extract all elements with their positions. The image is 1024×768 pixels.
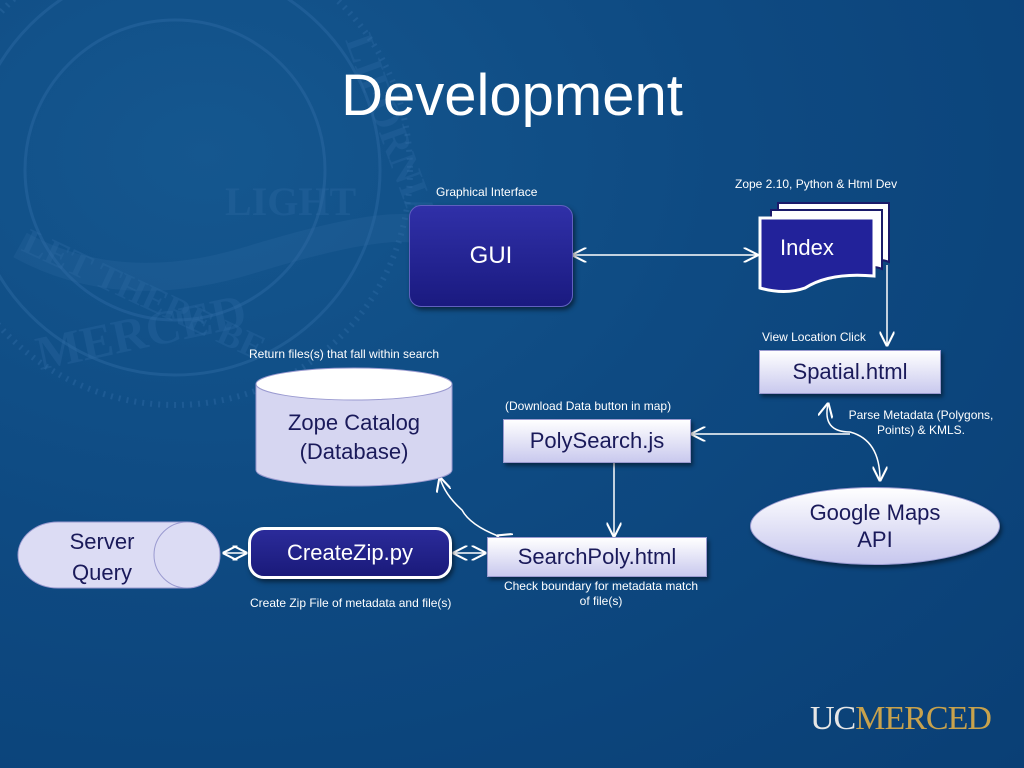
connector-searchpoly-catalog xyxy=(440,478,498,536)
slide-title: Development xyxy=(341,63,683,128)
zope-catalog-cylinder xyxy=(255,367,453,487)
download-button-note: (Download Data button in map) xyxy=(505,399,672,413)
gui-box: GUI xyxy=(409,205,573,307)
google-maps-ellipse: Google Maps API xyxy=(750,487,1000,565)
svg-text:LIGHT: LIGHT xyxy=(225,179,356,224)
check-boundary-note: Check boundary for metadata match of fil… xyxy=(503,579,699,608)
logo-uc: UC xyxy=(810,700,856,737)
index-label: Index xyxy=(780,235,834,260)
server-query-label: Server Query xyxy=(69,529,135,585)
view-location-note: View Location Click xyxy=(762,330,866,344)
index-document-stack xyxy=(758,202,890,293)
zope-python-note: Zope 2.10, Python & Html Dev xyxy=(735,177,898,191)
create-zip-note: Create Zip File of metadata and file(s) xyxy=(250,596,452,610)
logo-merced: MERCED xyxy=(855,700,992,737)
graphical-interface-note: Graphical Interface xyxy=(436,185,538,199)
parse-metadata-note: Parse Metadata (Polygons, Points) & KMLS… xyxy=(848,408,994,437)
ucmerced-logo: UCMERCED xyxy=(810,700,992,738)
server-query-cylinder xyxy=(17,521,221,589)
connector-spatial-gmaps xyxy=(827,404,880,480)
return-files-note: Return files(s) that fall within search xyxy=(249,347,440,361)
searchpoly-box: SearchPoly.html xyxy=(487,537,707,577)
zope-catalog-label: Zope Catalog (Database) xyxy=(287,410,421,464)
spatial-html-box: Spatial.html xyxy=(759,350,941,394)
createzip-box: CreateZip.py xyxy=(248,527,452,579)
polysearch-box: PolySearch.js xyxy=(503,419,691,463)
